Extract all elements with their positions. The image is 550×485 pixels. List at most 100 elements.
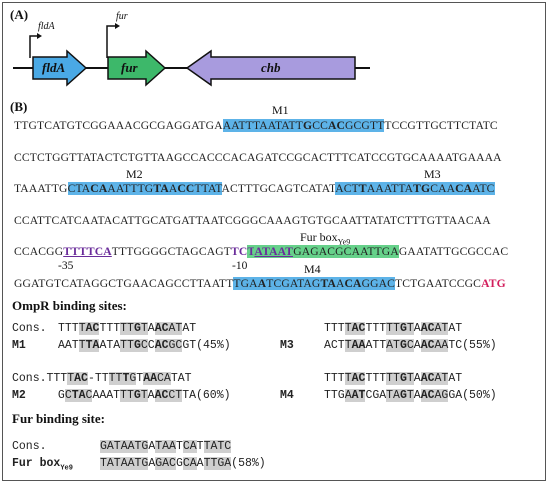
sequence-segment: TTGTCATGTCGGAAACGCGAGGATGA [14, 119, 223, 132]
sequence-segment: T [406, 389, 414, 402]
sequence-line-1: TTGTCATGTCGGAAACGCGAGGATGAAATTTAATATTGCC… [14, 119, 498, 132]
sequence-segment: AG [434, 389, 449, 402]
sequence-segment: G [303, 119, 313, 132]
sequence-segment: AC [420, 372, 435, 385]
sequence-segment: T [406, 322, 414, 335]
sequence-segment: CC [312, 119, 328, 132]
sequence-segment: TA [85, 339, 100, 352]
ompr-m1-label: M1 [12, 337, 26, 354]
ompr-cons-seq-m4: TTTTACTTTTTGTAACATAT [324, 370, 462, 387]
sequence-segment: GGAC [361, 277, 396, 290]
label-minus35: -35 [58, 260, 74, 272]
sequence-segment: AT [182, 322, 197, 335]
sequence-segment: ATT [365, 339, 387, 352]
figure-frame [2, 2, 546, 481]
ompr-section-title: OmpR binding sites: [12, 298, 127, 313]
sequence-segment: GAGACGCAATTGA [293, 245, 399, 258]
sequence-segment: TAT [170, 372, 192, 385]
ompr-m4-seq: TTGAATCGATAGTAACAGGA(50%) [324, 387, 497, 404]
sequence-segment: CCACGG [14, 245, 64, 258]
sequence-segment: AC [420, 339, 435, 352]
sequence-segment: CA [90, 182, 108, 195]
sequence-segment: G [399, 322, 407, 335]
sequence-segment: AAATTA [366, 182, 414, 195]
ompr-cons-seq-m3: TTTTACTTTTTGTAACATAT [324, 320, 462, 337]
sequence-segment: AT [386, 339, 400, 352]
sequence-segment: TT [120, 339, 134, 352]
sequence-segment: G [399, 389, 407, 402]
sequence-segment: CGA [365, 389, 387, 402]
sequence-line-4: CCATTCATCAATACATTGCATGATTAATCGGGCAAAGTGT… [14, 214, 491, 227]
fur-promoter-arrowhead [115, 23, 120, 29]
fur-cons-seq: GATAATGATAATCATTATC [100, 438, 232, 455]
label-minus10: -10 [232, 260, 248, 272]
sequence-segment: CA [344, 277, 362, 290]
sequence-segment: TTG [324, 389, 345, 402]
sequence-segment: C [140, 339, 148, 352]
sequence-segment: TA [386, 389, 400, 402]
panel-b-label: (B) [10, 99, 28, 114]
sequence-segment: A [257, 277, 267, 290]
sequence-segment: AA [143, 372, 157, 385]
sequence-segment: TA(60%) [182, 389, 231, 402]
sequence-line-3: TAAATTGCTACAAATTTGTAACCTTATACTTTGCAGTCAT… [14, 182, 495, 195]
sequence-segment: G [175, 457, 183, 470]
sequence-segment: TTGA [203, 457, 232, 470]
sequence-segment: A [413, 339, 421, 352]
ompr-m3-seq: ACTTAAATTATGCAACAATC(55%) [324, 337, 497, 354]
sequence-segment: AT [448, 322, 463, 335]
sequence-segment: A [148, 440, 156, 453]
sequence-segment: A [148, 457, 156, 470]
sequence-segment: AC [351, 322, 366, 335]
sequence-segment: TTT [365, 322, 387, 335]
sequence-segment: C [64, 389, 72, 402]
fur-box-text: Fur box [300, 230, 338, 244]
sequence-segment: CA [455, 182, 473, 195]
sequence-segment: T [344, 339, 352, 352]
sequence-segment: G [399, 339, 407, 352]
sequence-segment: TTTTCA [63, 245, 112, 258]
site-label-m1: M1 [272, 103, 289, 117]
fur-gene-arrow [107, 49, 167, 87]
site-label-fur-box: Fur boxYe9 [300, 230, 350, 246]
fur-cons-label: Cons. [12, 440, 47, 453]
sequence-segment: A [413, 389, 421, 402]
m2-tag: M2 [12, 389, 26, 402]
sequence-segment: T [122, 372, 130, 385]
sequence-segment: AC [154, 322, 169, 335]
sequence-segment: TGA [233, 277, 258, 290]
sequence-segment: T [196, 440, 204, 453]
sequence-segment: AAAT [92, 389, 121, 402]
sequence-segment: A [413, 372, 421, 385]
ompr-m4-label: M4 [280, 387, 294, 404]
sequence-segment: T [140, 389, 148, 402]
sequence-segment: TATC [203, 440, 232, 453]
ompr-m1-seq: AATTTAATATTGCCACGCGT(45%) [58, 337, 231, 354]
sequence-line-6: GGATGTCATAGGCTGAACAGCCTTAATTTGAATCGATAGT… [14, 277, 506, 290]
sequence-segment: C [406, 339, 414, 352]
sequence-line-5: CCACGGTTTTCATTTGGGGCTAGCAGTTCTATAATGAGAC… [14, 245, 508, 258]
sequence-segment: AC [420, 389, 435, 402]
ompr-m3-label: M3 [280, 337, 294, 354]
sequence-segment: CC [177, 182, 195, 195]
fur-box-tag: Fur box [12, 457, 61, 470]
sequence-segment: TT [120, 322, 134, 335]
sequence-segment: CA [182, 457, 197, 470]
sequence-segment: ATAAT [254, 245, 294, 258]
sequence-segment: A [413, 322, 421, 335]
sequence-segment: GATAATG [100, 440, 149, 453]
fur-section-title: Fur binding site: [12, 411, 105, 426]
sequence-segment: GAC [155, 457, 176, 470]
sequence-segment: TATAATG [100, 457, 149, 470]
sequence-segment: TTT [58, 322, 79, 335]
sequence-segment: A [336, 277, 345, 290]
fur-box-seq: TATAATGAGACGCAATTGA(58%) [100, 455, 266, 472]
sequence-segment: TTT [99, 322, 121, 335]
sequence-segment: G [133, 339, 141, 352]
sequence-segment: GA(50%) [448, 389, 497, 402]
fldA-gene-arrow [32, 49, 88, 87]
sequence-segment: CA [157, 372, 171, 385]
site-label-m4: M4 [304, 262, 321, 276]
sequence-segment: TT [120, 389, 134, 402]
sequence-segment: AC [74, 372, 88, 385]
